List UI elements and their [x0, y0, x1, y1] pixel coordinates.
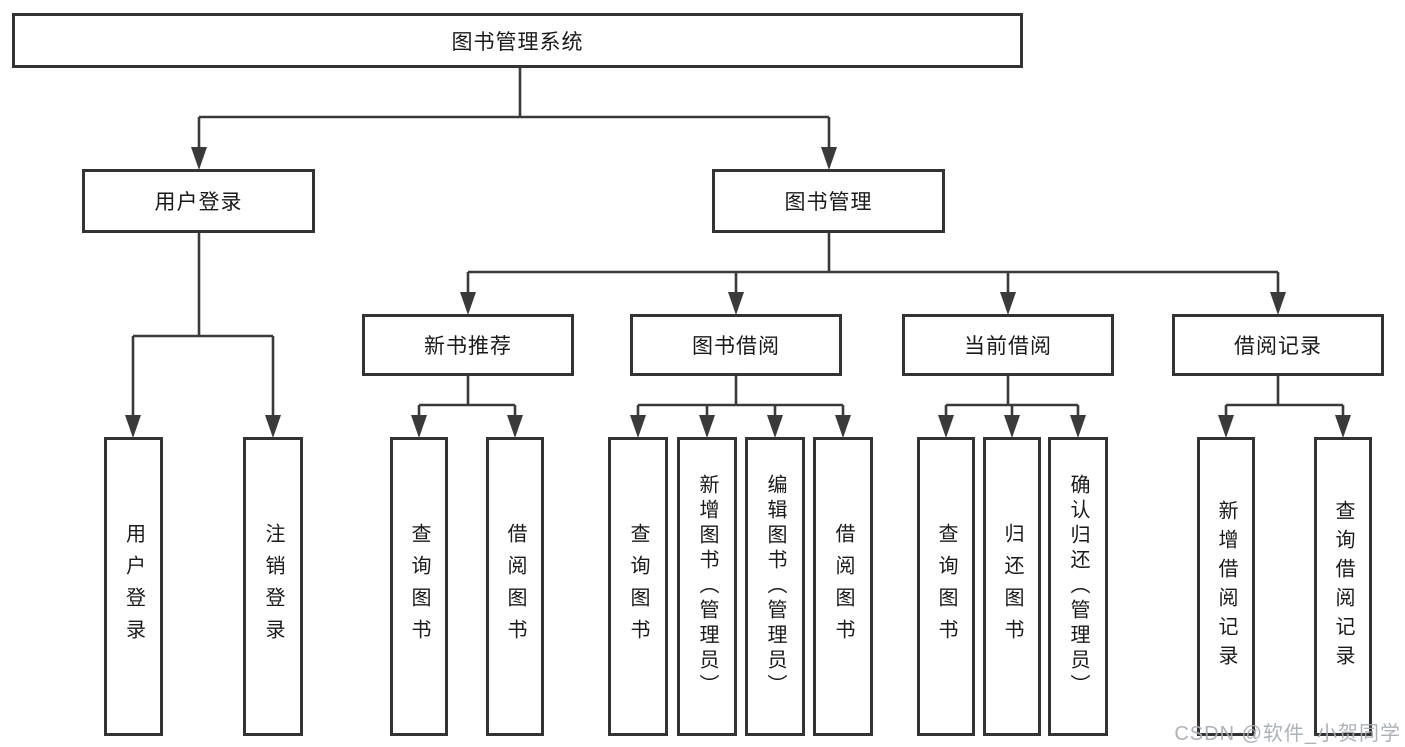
node-borrow-records: 借阅记录	[1172, 314, 1384, 376]
leaf-br-add-record-label: 新增借阅记录	[1215, 499, 1237, 674]
node-user-login: 用户登录	[82, 169, 315, 233]
leaf-rec-query-books: 查询图书	[390, 437, 448, 736]
node-book-borrow: 图书借阅	[630, 314, 842, 376]
leaf-cb-return-books-label: 归还图书	[1001, 522, 1023, 651]
node-book-borrow-label: 图书借阅	[692, 335, 780, 358]
leaf-rec-borrow-books-label: 借阅图书	[504, 522, 526, 651]
leaf-bb-add-books: 新增图书（管理员）	[677, 437, 737, 736]
csdn-watermark: CSDN @软件_小贺同学	[1174, 723, 1401, 745]
leaf-cb-confirm-return: 确认归还（管理员）	[1048, 437, 1108, 736]
leaf-bb-borrow-books-label: 借阅图书	[832, 522, 854, 651]
node-new-book-recommend: 新书推荐	[362, 314, 574, 376]
node-book-management-label: 图书管理	[784, 191, 873, 214]
node-borrow-records-label: 借阅记录	[1234, 335, 1322, 358]
node-user-login-label: 用户登录	[154, 191, 243, 214]
leaf-cb-query-books: 查询图书	[917, 437, 975, 736]
node-root-label: 图书管理系统	[451, 30, 584, 54]
leaf-bb-edit-books: 编辑图书（管理员）	[745, 437, 805, 736]
leaf-cb-return-books: 归还图书	[983, 437, 1041, 736]
leaf-cb-query-books-label: 查询图书	[935, 522, 957, 651]
leaf-rec-query-books-label: 查询图书	[408, 522, 430, 651]
leaf-bb-query-books-label: 查询图书	[627, 522, 649, 651]
node-new-book-recommend-label: 新书推荐	[424, 335, 512, 358]
leaf-rec-borrow-books: 借阅图书	[486, 437, 544, 736]
leaf-bb-edit-books-label: 编辑图书（管理员）	[764, 474, 786, 699]
leaf-br-query-record-label: 查询借阅记录	[1332, 499, 1354, 674]
node-current-borrow-label: 当前借阅	[964, 335, 1052, 358]
leaf-user-login: 用户登录	[104, 437, 163, 736]
leaf-br-add-record: 新增借阅记录	[1197, 437, 1255, 736]
leaf-bb-add-books-label: 新增图书（管理员）	[696, 474, 718, 699]
leaf-bb-query-books: 查询图书	[608, 437, 668, 736]
leaf-bb-borrow-books: 借阅图书	[813, 437, 873, 736]
leaf-user-login-label: 用户登录	[122, 522, 145, 651]
node-current-borrow: 当前借阅	[902, 314, 1114, 376]
leaf-br-query-record: 查询借阅记录	[1314, 437, 1372, 736]
leaf-cb-confirm-return-label: 确认归还（管理员）	[1067, 474, 1089, 699]
leaf-logout: 注销登录	[243, 437, 303, 736]
node-root: 图书管理系统	[12, 13, 1023, 68]
node-book-management: 图书管理	[712, 169, 945, 233]
leaf-logout-label: 注销登录	[262, 522, 284, 651]
